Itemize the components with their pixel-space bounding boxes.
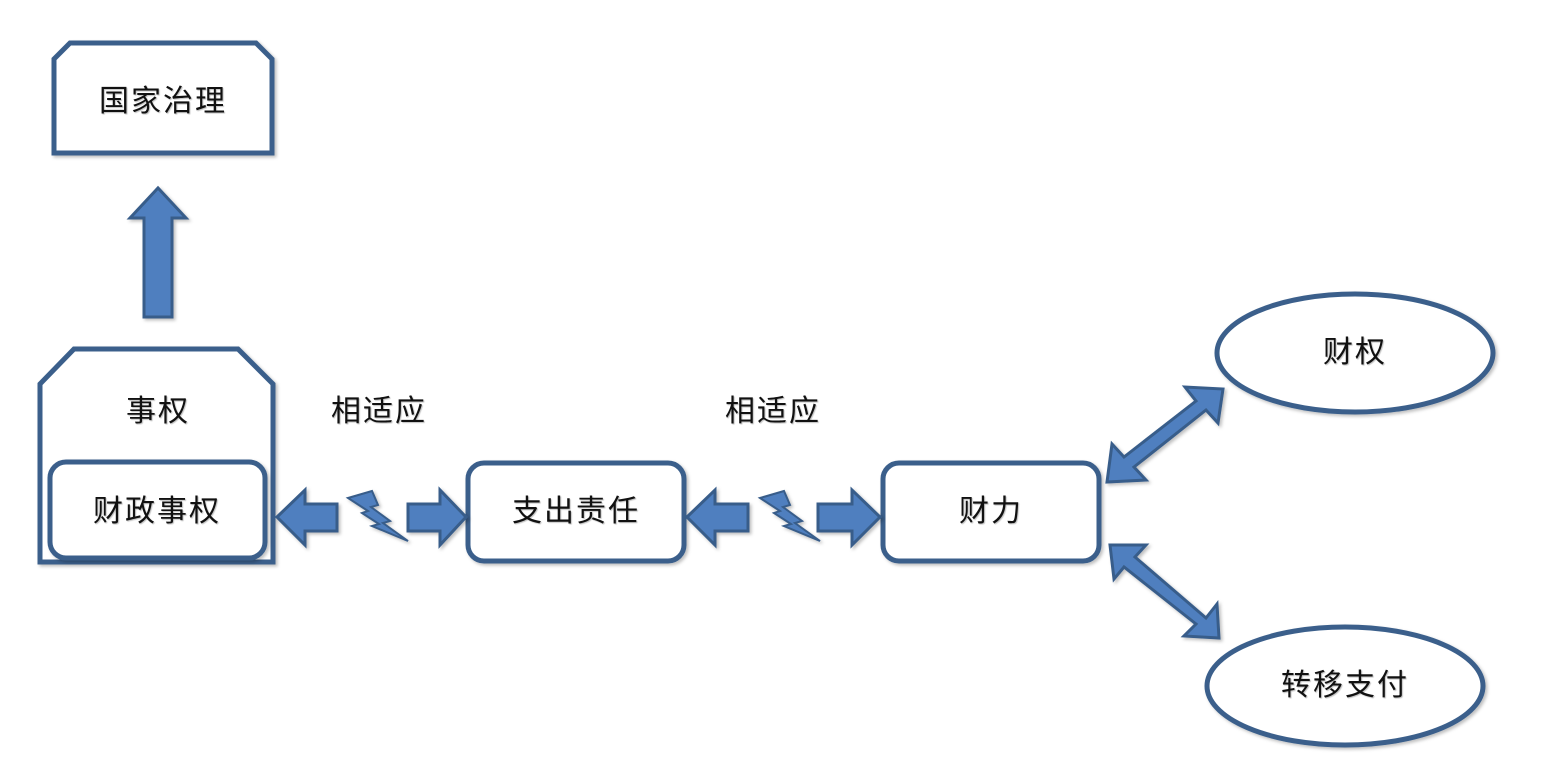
right-arrow-icon <box>406 486 469 549</box>
caiquan-label: 财权 <box>1323 335 1387 370</box>
lightning-bolt-icon <box>345 489 409 542</box>
caiquan-ellipse <box>1214 291 1496 415</box>
adapt-label-left: 相适应 <box>331 394 427 429</box>
left-arrow-icon <box>274 486 339 549</box>
right-arrow-icon <box>816 486 883 549</box>
lightning-bolt-icon <box>757 489 821 542</box>
up-arrow-icon <box>126 185 190 319</box>
financial-capacity-label: 财力 <box>959 494 1023 529</box>
fiscal-shiquan-box <box>47 459 268 561</box>
expenditure-responsibility-label: 支出责任 <box>512 494 640 529</box>
financial-capacity-box <box>880 460 1102 564</box>
double-arrow-icon <box>1108 543 1221 640</box>
double-arrow-icon <box>1105 385 1225 484</box>
national-governance-label: 国家治理 <box>99 84 227 119</box>
left-arrow-icon <box>684 486 750 549</box>
transfer-payment-label: 转移支付 <box>1281 668 1409 703</box>
fiscal-shiquan-label: 财政事权 <box>93 494 221 529</box>
transfer-payment-ellipse <box>1204 624 1486 748</box>
shiquan-label: 事权 <box>126 394 190 429</box>
adapt-label-right: 相适应 <box>725 394 821 429</box>
national-governance-box <box>51 40 275 156</box>
expenditure-responsibility-box <box>465 460 687 564</box>
